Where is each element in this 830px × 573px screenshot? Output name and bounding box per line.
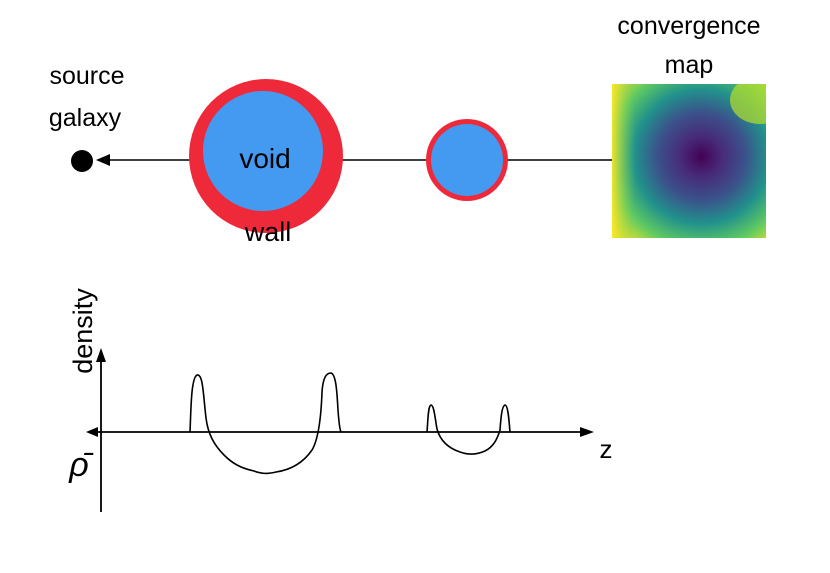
y-axis-arrow-icon [96,348,106,362]
z-axis-arrow-icon [86,427,98,437]
convergence-label: convergence [617,12,760,40]
source-label: source [49,62,124,90]
wall-label: wall [244,217,292,247]
density-profile-large-void [189,372,342,475]
source-galaxy-dot [71,150,93,172]
void-interior-small [431,124,503,196]
mean-density-label: ρ̄ [68,446,93,484]
void-interior-large [203,91,323,211]
map-label: map [665,51,714,79]
z-axis-label: z [600,434,613,464]
galaxy-label: galaxy [49,104,122,132]
z-axis-end-arrow-icon [580,427,594,437]
void-label: void [239,143,290,174]
arrow-head-icon [96,154,110,166]
density-axis-label: density [68,288,98,374]
density-profile-small-void [426,404,511,455]
convergence-map-image [612,84,766,238]
